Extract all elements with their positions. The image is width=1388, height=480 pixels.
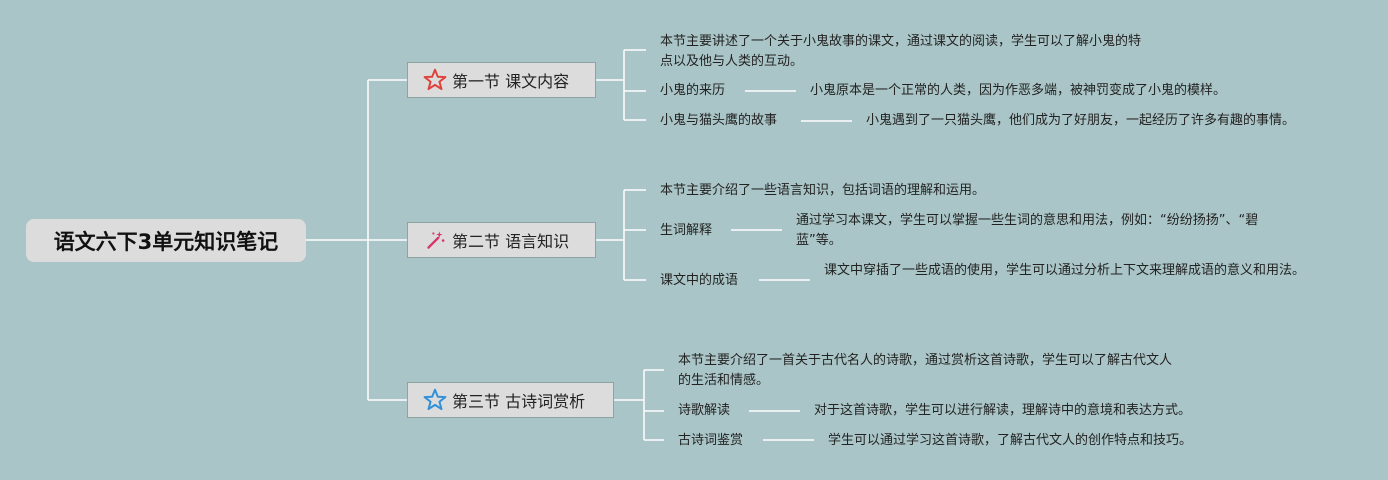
section-node-1[interactable]: 第一节 课文内容 [407, 62, 596, 98]
topic-label: 生词解释 [660, 223, 713, 238]
section-node-2[interactable]: 第二节 语言知识 [407, 222, 596, 258]
section-summary: 本节主要讲述了一个关于小鬼故事的课文，通过课文的阅读，学生可以了解小鬼的特点以及… [660, 34, 1142, 69]
topic-label: 小鬼的来历 [660, 83, 726, 98]
red-star-outline-icon [423, 68, 447, 91]
topic-label: 小鬼与猫头鹰的故事 [660, 113, 778, 128]
section-node-3[interactable]: 第三节 古诗词赏析 [407, 382, 614, 418]
topic-label: 课文中的成语 [660, 273, 739, 288]
topic-label: 古诗词鉴赏 [678, 433, 744, 448]
section-title: 第三节 古诗词赏析 [452, 392, 586, 411]
topic-detail: 小鬼遇到了一只猫头鹰，他们成为了好朋友，一起经历了许多有趣的事情。 [866, 113, 1296, 128]
section-summary: 本节主要介绍了一首关于古代名人的诗歌，通过赏析这首诗歌，学生可以了解古代文人的生… [678, 353, 1173, 388]
topic-detail: 对于这首诗歌，学生可以进行解读，理解诗中的意境和表达方式。 [814, 403, 1192, 418]
topic-detail: 课文中穿插了一些成语的使用，学生可以通过分析上下文来理解成语的意义和用法。 [824, 263, 1306, 278]
topic-detail: 通过学习本课文，学生可以掌握一些生词的意思和用法，例如：“纷纷扬扬”、“碧蓝”等… [796, 213, 1259, 248]
topic-label: 诗歌解读 [678, 403, 731, 418]
topic-detail: 小鬼原本是一个正常的人类，因为作恶多端，被神罚变成了小鬼的模样。 [810, 83, 1227, 98]
blue-star-outline-icon [423, 388, 447, 411]
magic-wand-icon [427, 231, 445, 249]
root-node[interactable]: 语文六下3单元知识笔记 [26, 219, 306, 262]
section-summary: 本节主要介绍了一些语言知识，包括词语的理解和运用。 [660, 183, 986, 198]
topic-detail: 学生可以通过学习这首诗歌，了解古代文人的创作特点和技巧。 [828, 433, 1193, 448]
section-title: 第一节 课文内容 [452, 72, 570, 91]
section-title: 第二节 语言知识 [452, 232, 570, 251]
